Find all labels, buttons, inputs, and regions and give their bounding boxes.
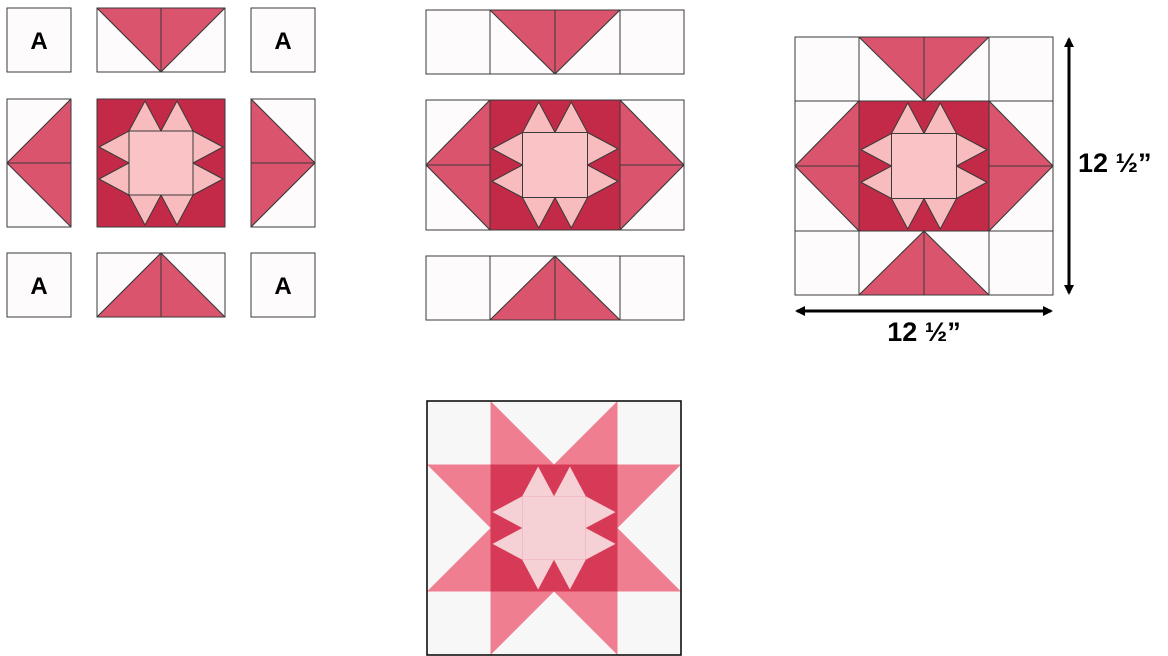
flying-geese-unit-right — [620, 100, 684, 230]
step-1-exploded-layout: A A A A — [7, 8, 315, 317]
step-2-rows-joined — [426, 10, 684, 320]
top-row — [426, 10, 684, 74]
center-star-unit — [97, 99, 225, 227]
corner-label: A — [30, 273, 47, 300]
center-star-unit — [490, 100, 620, 230]
flying-geese-unit-bottom — [490, 256, 620, 320]
center-star-unit — [859, 101, 989, 231]
corner-square — [989, 231, 1053, 295]
corner-square — [795, 37, 859, 101]
corner-square — [620, 10, 684, 74]
flying-geese-unit-left — [795, 101, 859, 231]
flying-geese-unit-left — [426, 100, 490, 230]
corner-label: A — [274, 273, 291, 300]
finished-block-photo — [427, 401, 681, 655]
corner-square — [620, 256, 684, 320]
corner-square — [426, 10, 490, 74]
width-dimension-label: 12 ½” — [887, 317, 961, 347]
center-square-top — [892, 134, 957, 199]
flying-geese-unit-left — [7, 99, 71, 227]
flying-geese-unit-top — [859, 37, 989, 101]
flying-geese-unit-right — [989, 101, 1053, 231]
flying-geese-unit-bottom — [97, 253, 225, 317]
corner-square — [426, 256, 490, 320]
center-square-top — [523, 133, 588, 198]
flying-geese-unit-top — [97, 8, 225, 72]
corner-label: A — [274, 28, 291, 55]
corner-square — [989, 37, 1053, 101]
photo-center-square — [522, 496, 586, 560]
step-3-finished-block: 12 ½” 12 ½” — [795, 37, 1152, 347]
center-square-top — [129, 131, 193, 195]
flying-geese-unit-top — [490, 10, 620, 74]
middle-row — [426, 100, 684, 230]
flying-geese-unit-bottom — [859, 231, 989, 295]
corner-label: A — [30, 28, 47, 55]
flying-geese-unit-right — [251, 99, 315, 227]
height-dimension-label: 12 ½” — [1078, 148, 1152, 178]
bottom-row — [426, 256, 684, 320]
corner-square — [795, 231, 859, 295]
